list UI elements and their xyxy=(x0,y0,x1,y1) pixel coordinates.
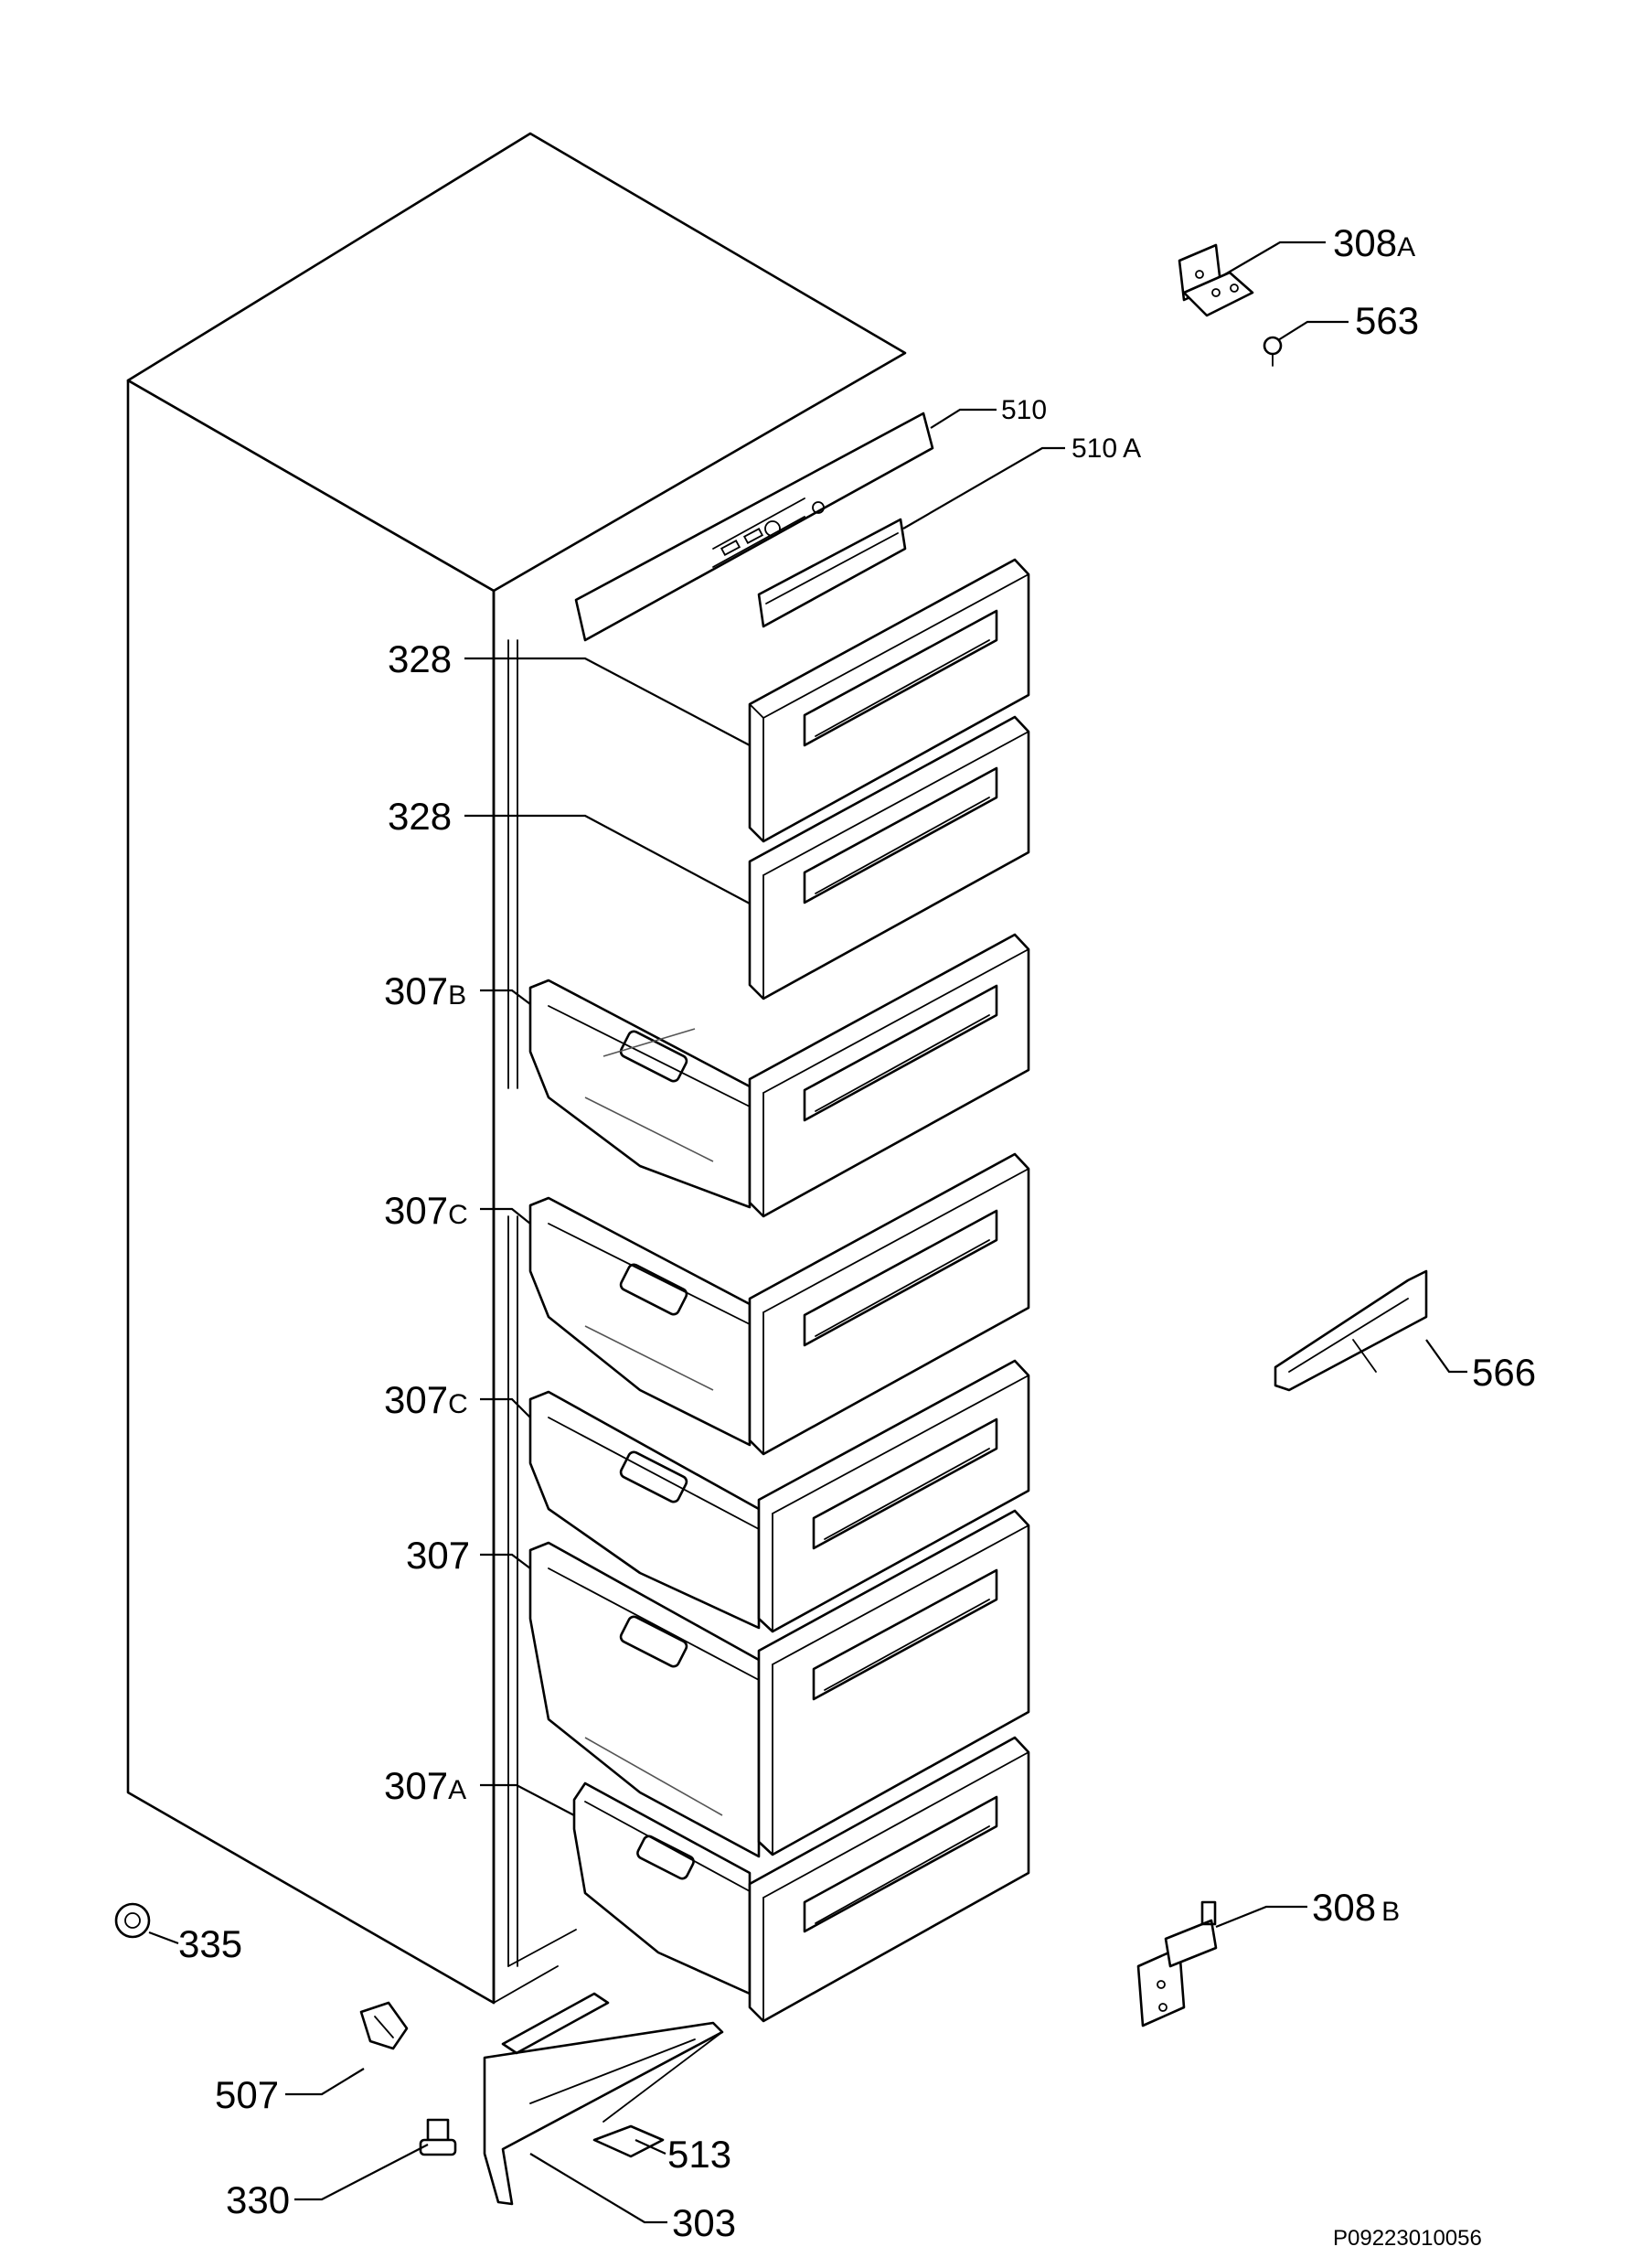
foot-330 xyxy=(419,2118,457,2156)
leader-lines xyxy=(148,241,1467,2224)
label-328-lower: 328 xyxy=(388,795,452,838)
label-307c-upper: 307C xyxy=(384,1189,468,1232)
plinth-303 xyxy=(483,1992,724,2206)
part-513 xyxy=(592,2124,665,2158)
label-507: 507 xyxy=(215,2073,279,2116)
label-303: 303 xyxy=(672,2201,736,2244)
cabinet-body xyxy=(126,132,907,2005)
label-307a: 307A xyxy=(384,1764,466,1807)
label-513: 513 xyxy=(667,2133,731,2176)
clip-507 xyxy=(359,2001,409,2050)
label-307c-lower: 307C xyxy=(384,1378,468,1421)
door-front-328-upper xyxy=(748,558,1030,843)
label-328-upper: 328 xyxy=(388,637,452,680)
label-330: 330 xyxy=(226,2178,290,2221)
hinge-308b xyxy=(1136,1900,1218,2027)
label-307: 307 xyxy=(406,1534,470,1577)
hinge-308a xyxy=(1178,243,1254,317)
label-335: 335 xyxy=(178,1922,242,1965)
foot-335 xyxy=(114,1902,151,1939)
label-563: 563 xyxy=(1355,299,1419,342)
drawing-code: P09223010056 xyxy=(1333,2226,1482,2251)
drawer-307a xyxy=(572,1736,1030,2023)
drawer-307 xyxy=(528,1509,1030,1858)
drawer-307b xyxy=(528,933,1030,1218)
drawer-307c-lower xyxy=(528,1359,1030,1633)
label-308a: 308A xyxy=(1333,221,1415,264)
panel-strip-510a xyxy=(757,518,907,628)
label-307b: 307B xyxy=(384,969,466,1012)
label-566: 566 xyxy=(1472,1351,1536,1394)
drawer-307c-upper xyxy=(528,1152,1030,1456)
part-566 xyxy=(1274,1269,1428,1392)
control-panel-510 xyxy=(574,412,934,642)
door-front-328-lower xyxy=(748,715,1030,1000)
screw-563 xyxy=(1263,336,1283,367)
label-510: 510 xyxy=(1001,395,1047,425)
